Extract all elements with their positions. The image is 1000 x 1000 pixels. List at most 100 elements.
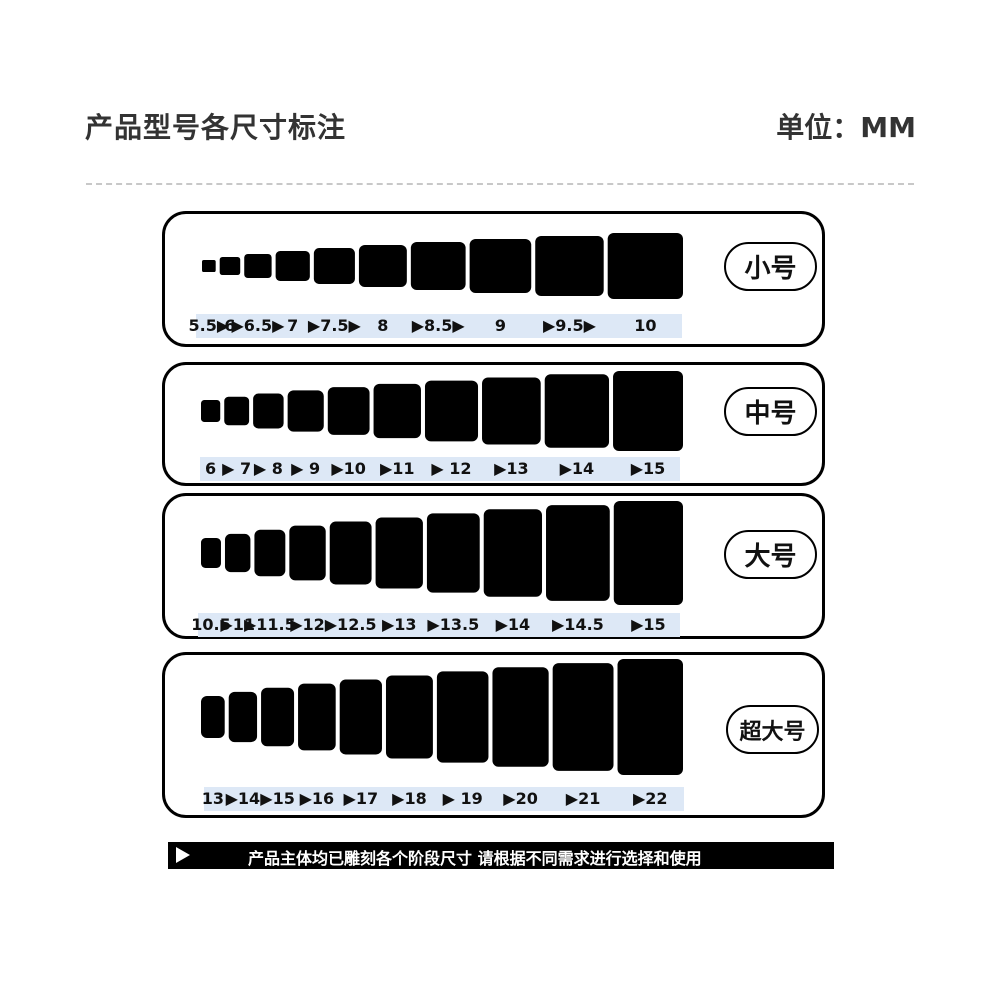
size-block-small-9	[607, 233, 683, 299]
size-label-xlarge-6: ▶ 19	[442, 789, 483, 808]
size-blocks-small	[202, 233, 683, 299]
size-blocks-xlarge	[201, 659, 683, 775]
unit-label: 单位：MM	[776, 111, 916, 144]
size-block-medium-5	[373, 383, 421, 439]
size-block-large-7	[483, 509, 543, 597]
size-label-small-7: 9	[494, 316, 506, 335]
size-label-medium-4: ▶10	[331, 459, 366, 478]
size-label-xlarge-7: ▶20	[503, 789, 538, 808]
size-block-xlarge-6	[436, 671, 489, 763]
size-label-medium-8: ▶14	[559, 459, 595, 478]
size-block-large-8	[546, 505, 610, 601]
size-label-small-4: ▶7.5▶	[307, 316, 361, 335]
size-block-large-5	[375, 517, 423, 589]
size-label-strip-medium: 6 ▶ 7▶ 8 ▶ 9 ▶10 ▶11 ▶ 12 ▶13 ▶14 ▶15	[200, 457, 680, 481]
size-label-strip-small: 5.5▶6▶6.5▶7 ▶7.5▶ 8 ▶8.5▶ 9 ▶9.5▶ 10	[189, 314, 682, 338]
size-label-small-2: ▶6.5▶	[231, 316, 285, 335]
size-label-small-8: ▶9.5▶	[542, 316, 596, 335]
size-label-medium-9: ▶15	[630, 459, 666, 478]
size-label-xlarge-2: ▶15	[260, 789, 295, 808]
size-block-small-8	[535, 236, 604, 296]
size-label-medium-1: ▶ 7	[222, 459, 252, 478]
size-label-strip-large: 10.5▶11▶11.5▶12▶12.5▶13 ▶13.5 ▶14 ▶14.5 ▶15	[191, 613, 680, 637]
play-arrow-icon	[176, 847, 190, 863]
size-label-medium-3: ▶ 9	[291, 459, 321, 478]
footer-note-text: 产品主体均已雕刻各个阶段尺寸 请根据不同需求进行选择和使用	[248, 849, 702, 868]
size-block-small-3	[275, 251, 310, 281]
size-badge-xlarge: 超大号	[726, 705, 819, 754]
size-blocks-medium	[201, 371, 683, 451]
size-label-large-6: ▶13.5	[427, 615, 480, 634]
size-label-large-9: ▶15	[631, 615, 666, 634]
size-label-xlarge-3: ▶16	[299, 789, 335, 808]
size-block-medium-4	[327, 387, 370, 435]
size-block-large-4	[329, 521, 372, 585]
size-block-large-0	[201, 538, 221, 568]
size-label-large-2: ▶11.5	[243, 615, 296, 634]
size-block-large-6	[426, 513, 480, 593]
size-label-medium-5: ▶11	[379, 459, 415, 478]
size-label-medium-2: ▶ 8	[253, 459, 283, 478]
page-title: 产品型号各尺寸标注	[85, 111, 347, 144]
size-block-medium-6	[424, 380, 479, 442]
size-panel-medium: 中号 6 ▶ 7▶ 8 ▶ 9 ▶10 ▶11 ▶ 12 ▶13 ▶14 ▶15	[162, 362, 825, 486]
size-badge-medium: 中号	[724, 387, 817, 436]
size-label-large-5: ▶13	[381, 615, 417, 634]
size-label-large-7: ▶14	[495, 615, 531, 634]
size-block-xlarge-8	[552, 663, 614, 771]
size-label-small-5: 8	[377, 316, 389, 335]
size-block-xlarge-2	[261, 687, 295, 747]
size-block-xlarge-5	[385, 675, 433, 759]
size-label-small-9: 10	[634, 316, 657, 335]
size-panel-small: 小号 5.5▶6▶6.5▶7 ▶7.5▶ 8 ▶8.5▶ 9 ▶9.5▶ 10	[162, 211, 825, 347]
size-label-large-4: ▶12.5	[324, 615, 377, 634]
size-block-medium-3	[287, 390, 324, 432]
size-block-medium-7	[482, 377, 541, 445]
size-label-xlarge-5: ▶18	[392, 789, 427, 808]
size-label-xlarge-0: 13	[201, 789, 224, 808]
size-label-xlarge-4: ▶17	[343, 789, 379, 808]
size-block-medium-2	[253, 393, 284, 429]
size-label-large-1: ▶11	[220, 615, 255, 634]
size-label-medium-6: ▶ 12	[431, 459, 472, 478]
size-block-xlarge-4	[339, 679, 382, 755]
size-block-medium-8	[544, 374, 610, 448]
size-block-small-7	[469, 239, 532, 293]
size-block-xlarge-7	[492, 667, 549, 767]
size-panel-large: 大号 10.5▶11▶11.5▶12▶12.5▶13 ▶13.5 ▶14 ▶14.5 ▶…	[162, 493, 825, 639]
size-block-xlarge-9	[617, 659, 683, 775]
size-panel-xlarge: 超大号 13▶14▶15▶16▶17▶18▶ 19▶20▶21▶22	[162, 652, 825, 818]
size-block-small-2	[244, 254, 272, 278]
dashed-divider	[86, 183, 914, 185]
size-block-medium-9	[613, 371, 683, 451]
size-label-xlarge-9: ▶22	[632, 789, 668, 808]
size-block-large-2	[254, 529, 286, 577]
size-block-small-1	[219, 257, 241, 275]
size-block-small-6	[410, 242, 466, 290]
size-label-strip-xlarge: 13▶14▶15▶16▶17▶18▶ 19▶20▶21▶22	[201, 787, 684, 811]
size-label-medium-7: ▶13	[494, 459, 529, 478]
size-label-medium-0: 6	[205, 459, 217, 478]
size-block-small-5	[358, 245, 407, 287]
size-block-small-4	[313, 248, 355, 284]
size-block-large-1	[224, 533, 251, 573]
size-block-medium-1	[224, 396, 250, 426]
footer-note-bar: 产品主体均已雕刻各个阶段尺寸 请根据不同需求进行选择和使用	[168, 842, 834, 869]
size-block-medium-0	[201, 400, 221, 422]
size-block-xlarge-3	[298, 683, 336, 751]
size-block-small-0	[202, 260, 216, 272]
size-label-large-8: ▶14.5	[552, 615, 604, 634]
size-label-small-6: ▶8.5▶	[411, 316, 465, 335]
size-block-large-3	[289, 525, 326, 581]
size-block-xlarge-1	[228, 691, 258, 743]
size-label-large-3: ▶12	[290, 615, 325, 634]
size-label-small-1: 6	[224, 316, 236, 335]
size-block-xlarge-0	[201, 696, 225, 738]
size-block-large-9	[613, 501, 683, 605]
size-label-small-3: 7	[287, 316, 299, 335]
size-badge-large: 大号	[724, 530, 817, 579]
size-label-large-0: 10.5	[191, 615, 231, 634]
size-label-small-0: 5.5▶	[188, 316, 230, 335]
size-label-xlarge-1: ▶14	[225, 789, 261, 808]
size-badge-small: 小号	[724, 242, 817, 291]
